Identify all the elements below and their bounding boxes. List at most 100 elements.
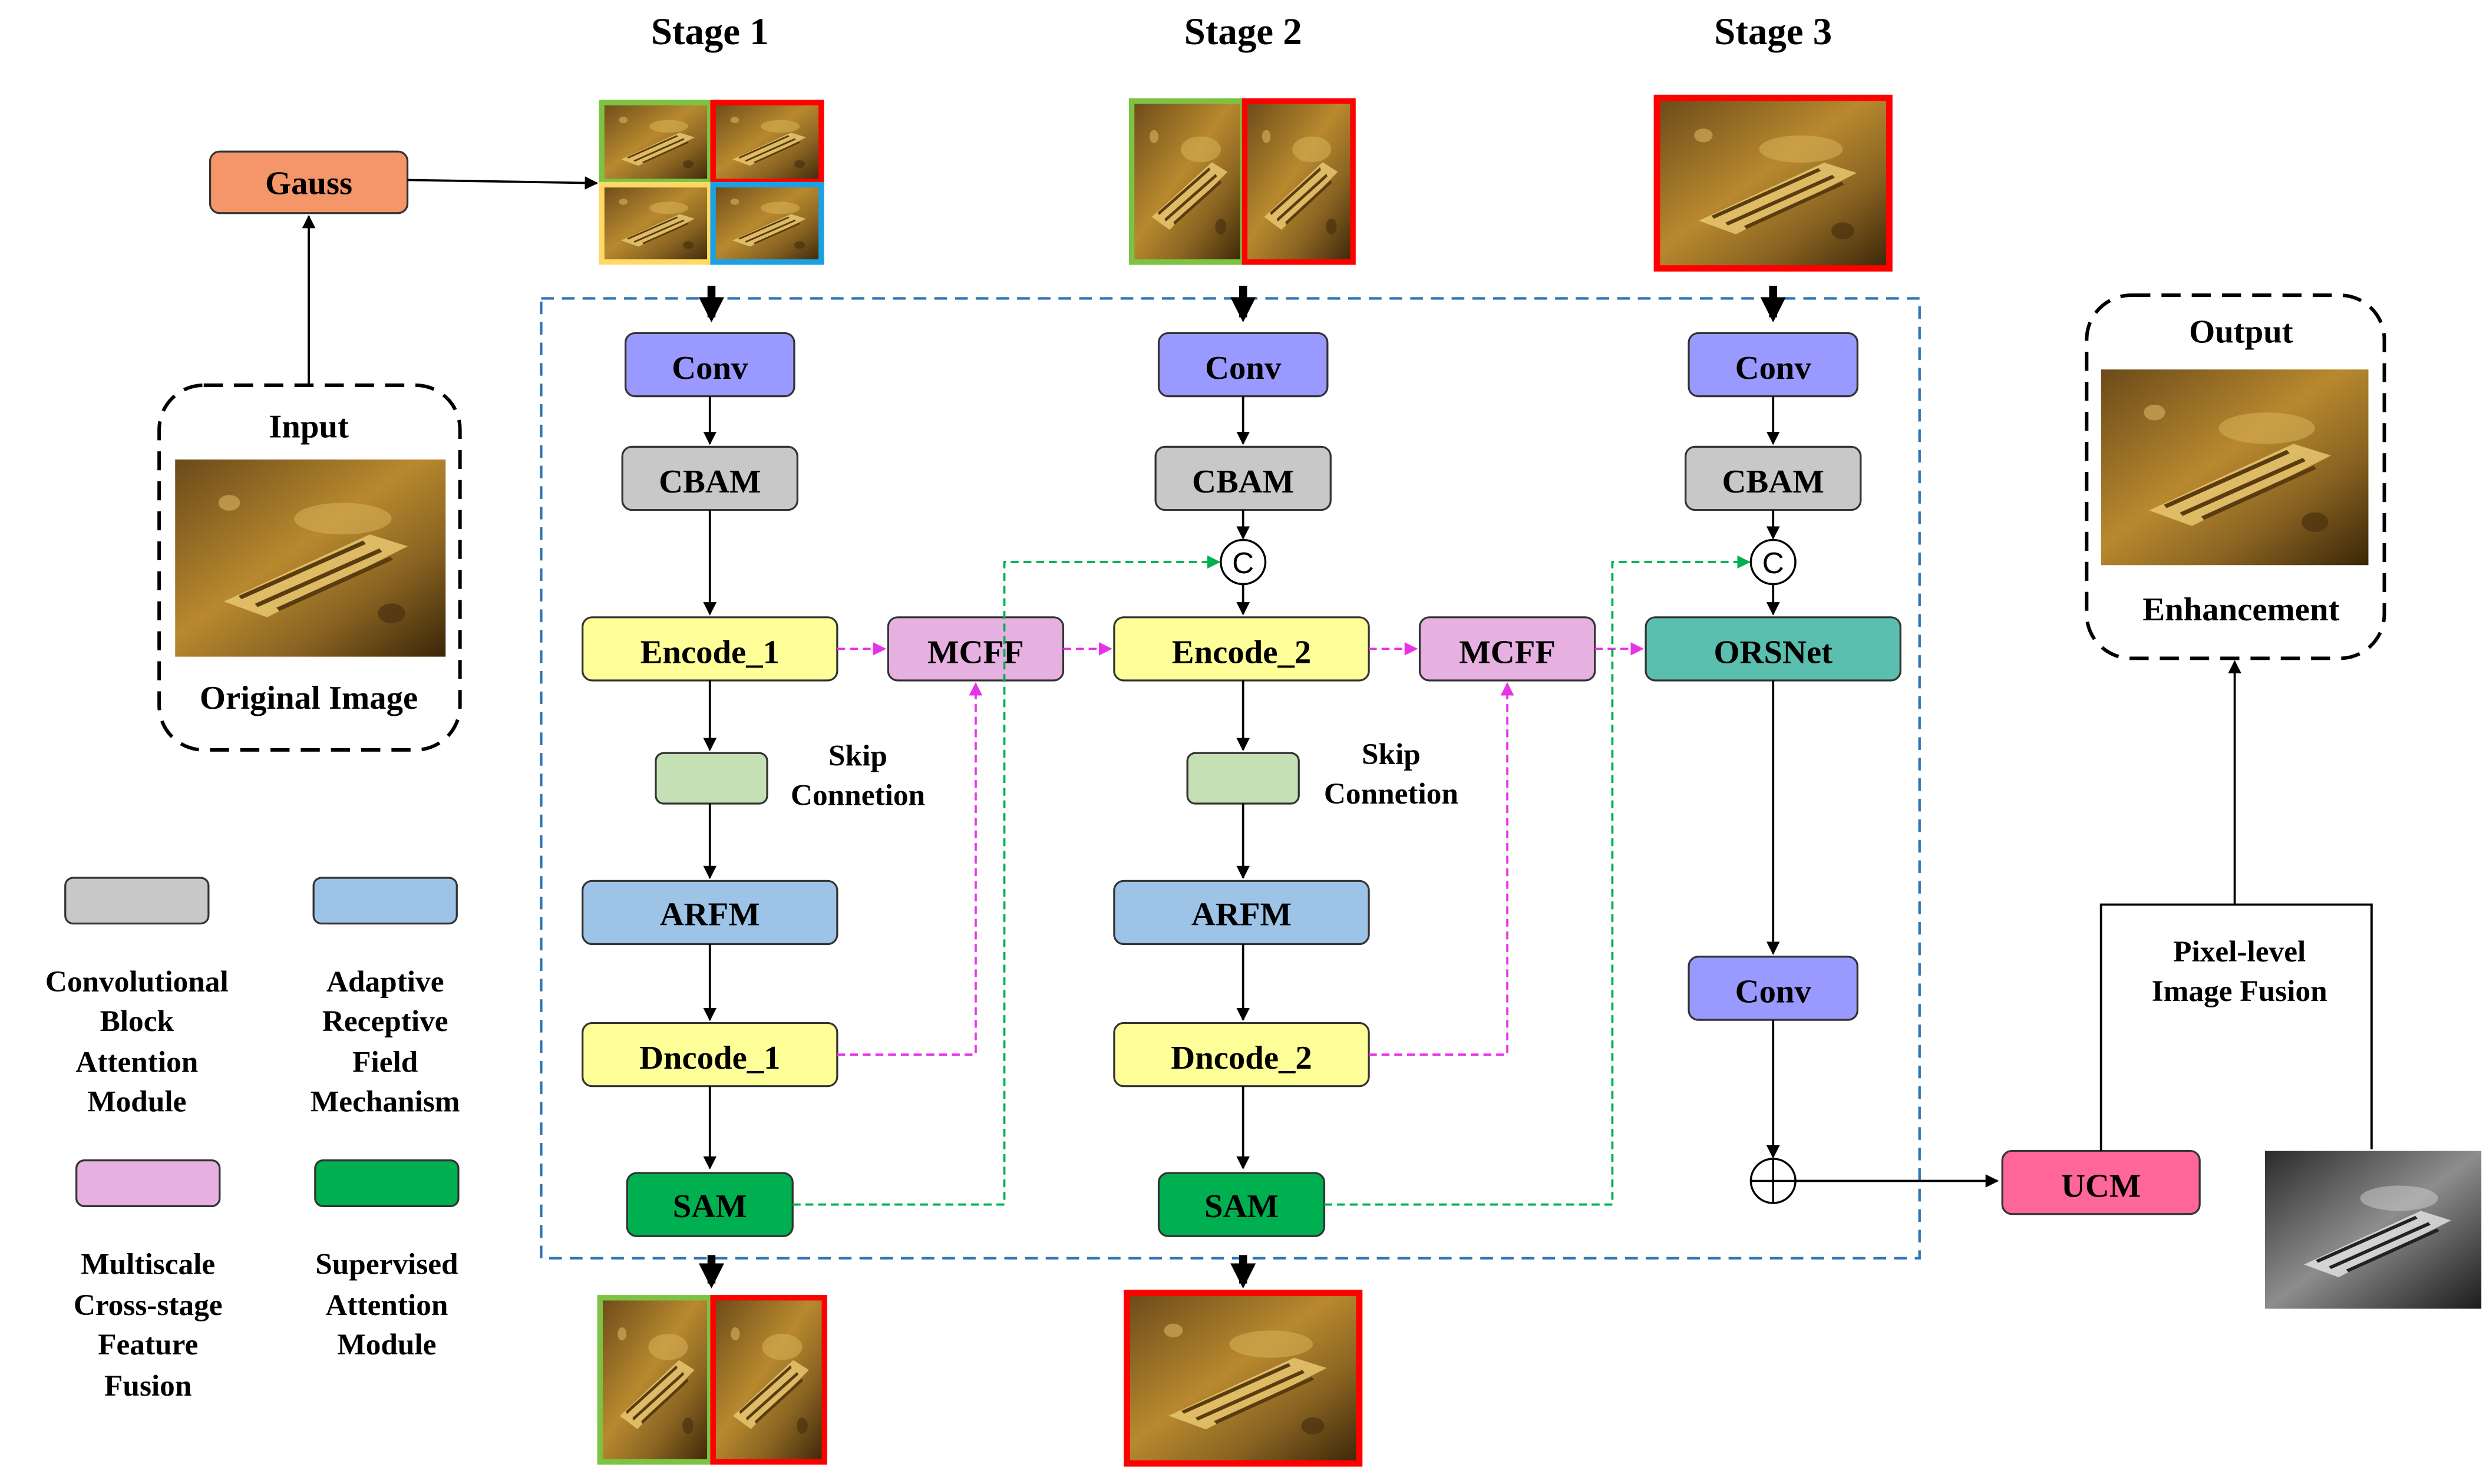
grayscale-image — [2265, 1151, 2481, 1309]
stage1-skip-block — [655, 752, 768, 805]
stage2-arfm-label: ARFM — [1191, 897, 1292, 933]
legend-item-sam: Supervised Attention Module — [314, 1159, 460, 1361]
ucm-label: UCM — [2061, 1168, 2141, 1204]
stage1-dncode: Dncode_1 — [582, 1022, 838, 1088]
legend-sam-line-3: Module — [337, 1328, 436, 1361]
legend-cbam-line-4: Module — [87, 1085, 186, 1119]
stage2-sam: SAM — [1157, 1172, 1326, 1237]
stage1-encode: Encode_1 — [582, 616, 838, 682]
mcff-2: MCFF — [1418, 616, 1596, 682]
stage3-input-tile — [1653, 94, 1893, 272]
legend-cbam-line-3: Attention — [75, 1046, 198, 1079]
stage1-sam: SAM — [626, 1172, 794, 1237]
fusion-label-1: Pixel-level — [2173, 935, 2306, 969]
stage1-output-tiles — [597, 1295, 827, 1465]
legend-arfm-line-2: Receptive — [322, 1004, 448, 1038]
legend-arfm-line-3: Field — [352, 1046, 418, 1079]
stage2-conv: Conv — [1157, 332, 1329, 398]
stage2-conv-label: Conv — [1205, 350, 1282, 386]
stage2-cbam-label: CBAM — [1192, 464, 1294, 500]
input-image — [175, 460, 445, 657]
stage-3-title: Stage 3 — [1714, 10, 1832, 52]
fusion-connector — [2099, 903, 2373, 1151]
stage1-dncode-label: Dncode_1 — [639, 1040, 781, 1076]
stage2-skip-block — [1186, 752, 1300, 805]
fusion-label-2: Image Fusion — [2152, 974, 2327, 1008]
stage3-conv: Conv — [1688, 332, 1859, 398]
stage-2-title: Stage 2 — [1184, 10, 1302, 52]
stage3-concat-label: C — [1762, 546, 1784, 580]
mcff-1-label: MCFF — [927, 634, 1024, 671]
input-title: Input — [269, 408, 349, 445]
stage1-arfm-label: ARFM — [660, 897, 760, 933]
stage3-conv-out-label: Conv — [1735, 974, 1812, 1010]
stage1-sam-label: SAM — [673, 1188, 747, 1225]
legend-swatch-sam — [314, 1159, 460, 1207]
legend-cbam-line-2: Block — [100, 1004, 174, 1038]
stage3-cbam: CBAM — [1685, 445, 1862, 511]
legend-arfm-line-4: Mechanism — [311, 1085, 460, 1119]
legend-swatch-cbam — [64, 877, 210, 925]
legend-mcff-line-4: Fusion — [104, 1369, 191, 1403]
stage2-encode: Encode_2 — [1113, 616, 1370, 682]
gauss-label: Gauss — [265, 166, 352, 202]
stage1-cbam: CBAM — [621, 445, 798, 511]
legend-mcff-line-3: Feature — [98, 1328, 198, 1361]
output-image — [2101, 369, 2369, 565]
magenta-dncode1-mcff1 — [837, 682, 983, 1056]
stage1-encode-label: Encode_1 — [640, 634, 780, 671]
stage3-concat-node: C — [1749, 538, 1797, 586]
legend: Convolutional Block Attention Module Ada… — [45, 877, 460, 1403]
stage2-output-tile — [1124, 1290, 1363, 1467]
input-panel: Input Original Image — [157, 383, 462, 752]
stage1-arfm: ARFM — [582, 880, 838, 946]
stage2-dncode-label: Dncode_2 — [1171, 1040, 1312, 1076]
magenta-dncode2-mcff2 — [1369, 682, 1514, 1056]
green-sam1-concat2 — [793, 555, 1221, 1206]
legend-mcff-line-2: Cross-stage — [74, 1288, 223, 1322]
legend-cbam-line-1: Convolutional — [45, 965, 229, 999]
legend-swatch-mcff — [75, 1159, 221, 1207]
stage2-arfm: ARFM — [1113, 880, 1370, 946]
output-panel: Output Enhancement — [2085, 293, 2386, 660]
stage1-conv-label: Conv — [672, 350, 748, 386]
legend-item-mcff: Multiscale Cross-stage Feature Fusion — [74, 1159, 223, 1403]
output-caption: Enhancement — [2142, 591, 2339, 628]
output-title: Output — [2189, 314, 2293, 351]
legend-sam-line-2: Attention — [325, 1288, 448, 1322]
stage3-cbam-label: CBAM — [1722, 464, 1824, 500]
stage3-conv-out: Conv — [1688, 956, 1859, 1021]
stage3-conv-label: Conv — [1735, 350, 1812, 386]
stage2-concat-node: C — [1220, 538, 1267, 586]
gauss-block: Gauss — [209, 150, 409, 214]
stage1-skip-label-2: Connetion — [791, 779, 925, 812]
stage2-skip-label-1: Skip — [1362, 738, 1421, 771]
stage1-cbam-label: CBAM — [659, 464, 761, 500]
arrow-gauss-to-tiles — [407, 176, 599, 190]
mcff-1: MCFF — [887, 616, 1065, 682]
stage2-cbam: CBAM — [1154, 445, 1332, 511]
orsnet-label: ORSNet — [1713, 634, 1832, 671]
stage2-concat-label: C — [1232, 546, 1254, 580]
stage2-sam-label: SAM — [1204, 1188, 1279, 1225]
mcff-2-label: MCFF — [1459, 634, 1556, 671]
stage-1-title: Stage 1 — [651, 10, 769, 52]
ucm-block: UCM — [2001, 1149, 2201, 1215]
stage1-skip-label-1: Skip — [828, 739, 887, 773]
stage2-input-tiles — [1128, 98, 1356, 265]
input-caption: Original Image — [200, 680, 418, 716]
legend-arfm-line-1: Adaptive — [326, 965, 444, 999]
stage2-skip-label-2: Connetion — [1324, 777, 1458, 811]
green-sam2-concat3 — [1324, 555, 1751, 1206]
add-node — [1749, 1158, 1797, 1204]
legend-item-arfm: Adaptive Receptive Field Mechanism — [311, 877, 460, 1119]
stage2-encode-label: Encode_2 — [1172, 634, 1311, 671]
legend-mcff-line-1: Multiscale — [81, 1248, 215, 1281]
legend-item-cbam: Convolutional Block Attention Module — [45, 877, 229, 1119]
legend-swatch-arfm — [312, 877, 458, 925]
stage1-conv: Conv — [624, 332, 795, 398]
stage2-dncode: Dncode_2 — [1113, 1022, 1370, 1088]
stage1-input-tiles — [599, 100, 824, 265]
legend-sam-line-1: Supervised — [315, 1248, 458, 1281]
